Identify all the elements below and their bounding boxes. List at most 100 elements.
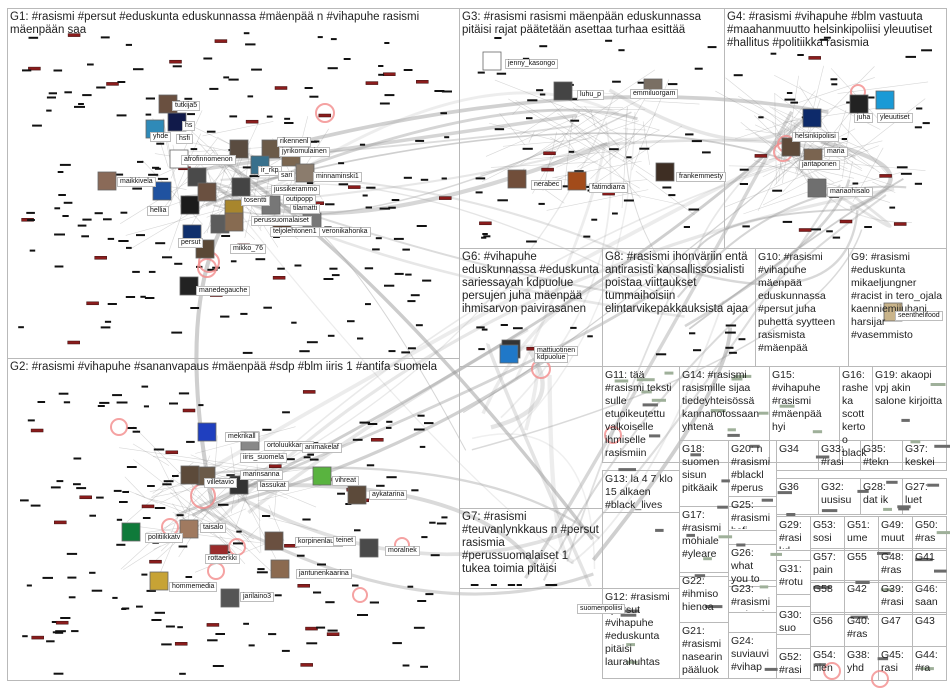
graph-edge (621, 127, 628, 208)
node-label: villetavio (204, 478, 237, 488)
node-glyph (329, 267, 338, 270)
node-glyph (522, 147, 533, 150)
node-glyph (545, 584, 556, 586)
node-glyph (165, 450, 179, 455)
node-glyph (813, 585, 831, 589)
graph-edge (499, 113, 526, 146)
group-box-g31 (776, 560, 811, 595)
node-glyph (441, 177, 447, 180)
node-glyph (121, 607, 130, 610)
node-glyph (662, 186, 672, 189)
node-glyph (857, 489, 869, 493)
node-avatar (359, 538, 379, 558)
node-glyph (272, 276, 286, 280)
node-glyph (174, 642, 188, 646)
node-glyph (186, 440, 195, 443)
node-glyph (26, 211, 35, 214)
node-glyph (900, 172, 912, 175)
graph-edge (631, 96, 647, 122)
node-glyph (176, 514, 184, 517)
node-glyph (686, 533, 695, 537)
node-glyph (22, 635, 28, 638)
graph-edge (200, 355, 553, 512)
graph-edge (725, 77, 823, 156)
group-label-g15: G15: #vihapuhe #rasismi #mäenpää hyi (772, 369, 822, 433)
node-glyph (269, 464, 282, 468)
node-label: aykatarina (369, 490, 408, 500)
group-label-g9: G9: #rasismi #eduskunta mikaeljungner #r… (851, 251, 943, 341)
node-glyph (215, 633, 225, 635)
graph-edge (216, 182, 663, 301)
node-glyph (58, 392, 69, 395)
node-glyph (667, 83, 678, 86)
graph-edge (190, 454, 317, 508)
graph-edge (515, 100, 626, 163)
node-glyph (82, 94, 92, 97)
node-glyph (116, 518, 123, 521)
node-glyph (249, 175, 260, 178)
node-label: luhu_p (577, 90, 605, 100)
graph-edge (243, 159, 802, 489)
node-glyph (539, 93, 546, 96)
node-glyph (157, 177, 169, 180)
node-glyph (178, 392, 190, 395)
node-avatar (295, 163, 315, 183)
node-glyph (541, 167, 554, 172)
node-glyph (143, 405, 149, 408)
graph-edge (644, 100, 700, 105)
node-glyph (245, 43, 256, 46)
node-label: juha (854, 113, 874, 123)
group-label-g19: G19: akaopi vpj akin salone kirjoitta (875, 369, 943, 407)
group-label-g30: G30: suo (779, 609, 802, 633)
graph-edge (246, 526, 259, 540)
node-glyph (107, 303, 117, 305)
node-glyph (621, 609, 640, 613)
node-glyph (46, 109, 52, 112)
node-glyph (728, 351, 737, 354)
group-label-g41: G41 (915, 551, 935, 563)
group-label-g35: G35: #tekn (863, 443, 889, 468)
node-glyph (178, 545, 188, 548)
node-glyph (419, 445, 426, 448)
group-box-g20 (728, 440, 777, 507)
node-glyph (100, 36, 110, 39)
graph-edge (509, 112, 636, 437)
node-glyph (113, 173, 124, 176)
graph-edge (217, 122, 259, 212)
node-label: suomenpoliisi (577, 604, 626, 614)
node-glyph (688, 208, 700, 211)
node-glyph (64, 91, 72, 94)
node-glyph (190, 307, 200, 309)
graph-edge (738, 140, 849, 179)
node-glyph (388, 206, 396, 209)
graph-edge (192, 497, 274, 574)
node-glyph (119, 501, 128, 503)
node-avatar (482, 51, 502, 71)
node-glyph (284, 117, 291, 120)
node-glyph (89, 571, 96, 574)
node-label: maria (824, 147, 848, 157)
graph-edge (577, 150, 601, 168)
group-label-g28: G28: dat ik (863, 481, 889, 506)
graph-edge (520, 105, 564, 136)
node-glyph (302, 518, 311, 521)
node-glyph (56, 480, 64, 483)
node-glyph (318, 113, 332, 118)
node-label: moralnek (385, 546, 420, 556)
graph-edge (778, 154, 783, 173)
graph-edge (625, 106, 681, 288)
node-glyph (772, 189, 783, 192)
node-avatar (807, 178, 827, 198)
node-glyph (223, 76, 230, 79)
node-glyph (494, 128, 505, 131)
node-glyph (46, 96, 56, 99)
node-glyph (306, 642, 318, 645)
node-glyph (174, 262, 183, 265)
node-glyph (133, 68, 144, 71)
graph-edge (192, 148, 794, 481)
graph-edge (591, 327, 733, 562)
node-glyph (683, 226, 690, 228)
node-glyph (112, 394, 122, 397)
node-label: yhde (150, 132, 172, 142)
node-glyph (642, 403, 658, 407)
